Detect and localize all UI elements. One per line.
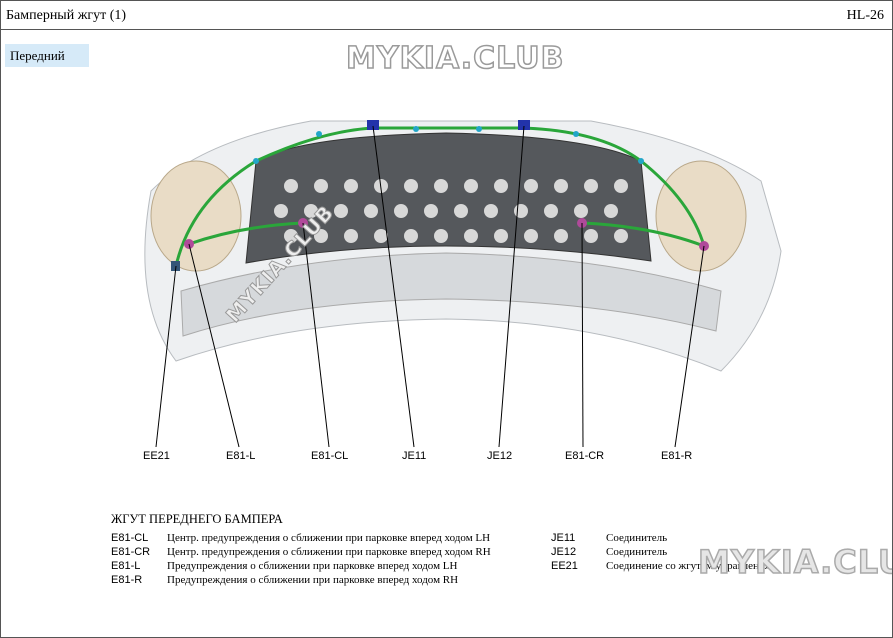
page-number: HL-26 (846, 8, 884, 23)
watermark: MYKIA.CLUB (697, 542, 892, 582)
legend-code: JE11 (551, 532, 576, 544)
legend-code: E81-L (111, 560, 141, 572)
grille-mesh (274, 179, 628, 243)
view-label: Передний (5, 44, 89, 67)
callout-ee21: EE21 (143, 450, 170, 462)
legend-row: E81-CR Центр. предупреждения о сближении … (111, 546, 491, 558)
page-title: Бамперный жгут (1) (6, 8, 127, 23)
legend-row: JE12 Соединитель (551, 546, 667, 558)
callout-je12: JE12 (487, 450, 513, 462)
callout-e81-l: E81-L (226, 450, 256, 462)
legend-row: EE21 Соединение со жгутом управления (551, 560, 770, 572)
leader-lines (155, 125, 705, 448)
callout-e81-r: E81-R (661, 450, 693, 462)
legend-code: E81-CR (111, 546, 151, 558)
legend-code: EE21 (551, 560, 578, 572)
bumper-diagram (144, 120, 782, 448)
watermark: MYKIA.CLUB (345, 40, 565, 77)
legend-row: JE11 Соединитель (551, 532, 667, 544)
callout-je11: JE11 (402, 450, 427, 462)
legend-row: E81-R Предупреждения о сближении при парк… (111, 574, 458, 586)
legend-desc: Соединение со жгутом управления (606, 560, 770, 572)
legend-code: E81-CL (111, 532, 149, 544)
legend-code: E81-R (111, 574, 143, 586)
legend-row: E81-L Предупреждения о сближении при парк… (111, 560, 457, 572)
connector-je11 (367, 120, 379, 130)
connector-je12 (518, 120, 530, 130)
header: Бамперный жгут (1) HL-26 (1, 1, 892, 30)
legend-desc: Соединитель (606, 546, 668, 558)
callout-e81-cr: E81-CR (565, 450, 605, 462)
legend-title: ЖГУТ ПЕРЕДНЕГО БАМПЕРА (111, 512, 283, 526)
legend-desc: Центр. предупреждения о сближении при па… (167, 546, 491, 558)
legend-desc: Предупреждения о сближении при парковке … (167, 574, 459, 586)
legend-desc: Центр. предупреждения о сближении при па… (167, 532, 491, 544)
callout-e81-cl: E81-CL (311, 450, 349, 462)
legend-code: JE12 (551, 546, 577, 558)
legend-row: E81-CL Центр. предупреждения о сближении … (111, 532, 490, 544)
legend-desc: Соединитель (606, 532, 668, 544)
legend-desc: Предупреждения о сближении при парковке … (167, 560, 458, 572)
